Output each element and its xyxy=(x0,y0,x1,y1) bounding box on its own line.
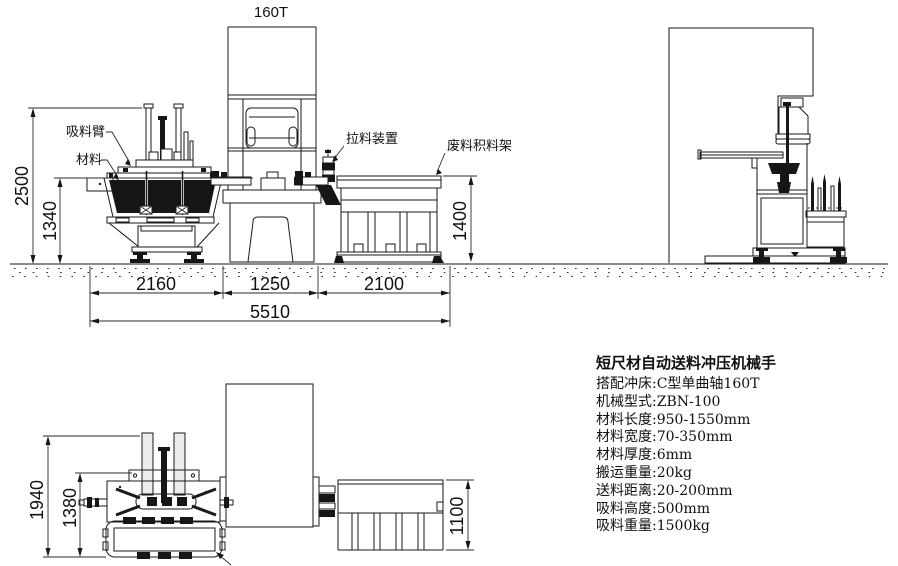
spec-title: 短尺材自动送料冲压机械手 xyxy=(596,354,777,372)
plan-view: 1940 1380 1100 xyxy=(27,383,474,566)
dim-rack-width: 2100 xyxy=(364,274,404,294)
dim-plan-body-depth: 1380 xyxy=(60,488,80,528)
spec-line-model: 机械型式:ZBN-100 xyxy=(596,393,721,410)
spec-line-press: 搭配冲床:C型单曲轴160T xyxy=(596,376,760,392)
spec-line-material-length: 材料长度:950-1550mm xyxy=(596,411,751,428)
side-foot-right xyxy=(830,248,847,263)
spec-line-material-width: 材料宽度:70-350mm xyxy=(596,429,733,446)
plan-dimensions: 1940 1380 1100 xyxy=(27,435,474,558)
feeder-machine-front xyxy=(86,103,223,263)
label-suction-arm: 吸料臂 xyxy=(66,125,105,140)
dim-stack-height: 1340 xyxy=(40,201,60,241)
press-front: 160T xyxy=(222,4,322,263)
dim-plan-overall-depth: 1940 xyxy=(27,480,47,520)
feeder-foot-right xyxy=(184,252,204,263)
spec-line-material-thickness: 材料厚度:6mm xyxy=(596,447,693,464)
dim-overall-height: 2500 xyxy=(12,166,32,206)
waste-rack-front xyxy=(334,175,444,263)
front-horizontal-dimensions: 2160 1250 2100 5510 xyxy=(89,266,451,327)
feeder-foot-left xyxy=(130,252,150,263)
feed-arm xyxy=(210,171,252,186)
label-puller: 拉料装置 xyxy=(346,132,398,147)
spec-line-carry-weight: 搬运重量:20kg xyxy=(596,464,692,481)
puller-device-front xyxy=(294,149,341,205)
side-material-rack xyxy=(805,174,847,248)
dim-rack-height: 1400 xyxy=(450,201,470,241)
dim-press-width: 1250 xyxy=(250,274,290,294)
spec-line-suction-weight: 吸料重量:1500kg xyxy=(596,518,710,535)
puller-device-plan xyxy=(318,485,336,517)
waste-rack-plan xyxy=(337,479,444,551)
dim-plan-rack-depth: 1100 xyxy=(447,497,467,536)
spec-line-feed-distance: 送料距离:20-200mm xyxy=(596,482,733,499)
callouts: 吸料臂 材料 拉料装置 废料积料架 xyxy=(66,125,512,180)
front-vertical-dimensions: 2500 1340 1400 xyxy=(12,107,477,264)
feeder-machine-plan xyxy=(78,432,234,566)
dim-overall-length: 5510 xyxy=(250,302,290,322)
spec-line-suction-height: 吸料高度:500mm xyxy=(596,500,710,517)
dim-feeder-width: 2160 xyxy=(136,274,176,294)
ground-line xyxy=(10,263,888,277)
press-plan xyxy=(219,383,320,528)
label-material: 材料 xyxy=(76,153,102,168)
side-foot-left xyxy=(753,248,770,263)
label-waste-rack: 废料积料架 xyxy=(447,138,512,154)
side-elevation-view xyxy=(668,27,847,264)
front-elevation-view: 160T xyxy=(12,4,512,327)
spec-panel: 短尺材自动送料冲压机械手 搭配冲床:C型单曲轴160T 机械型式:ZBN-100… xyxy=(596,353,846,536)
press-tonnage-label: 160T xyxy=(254,4,288,21)
